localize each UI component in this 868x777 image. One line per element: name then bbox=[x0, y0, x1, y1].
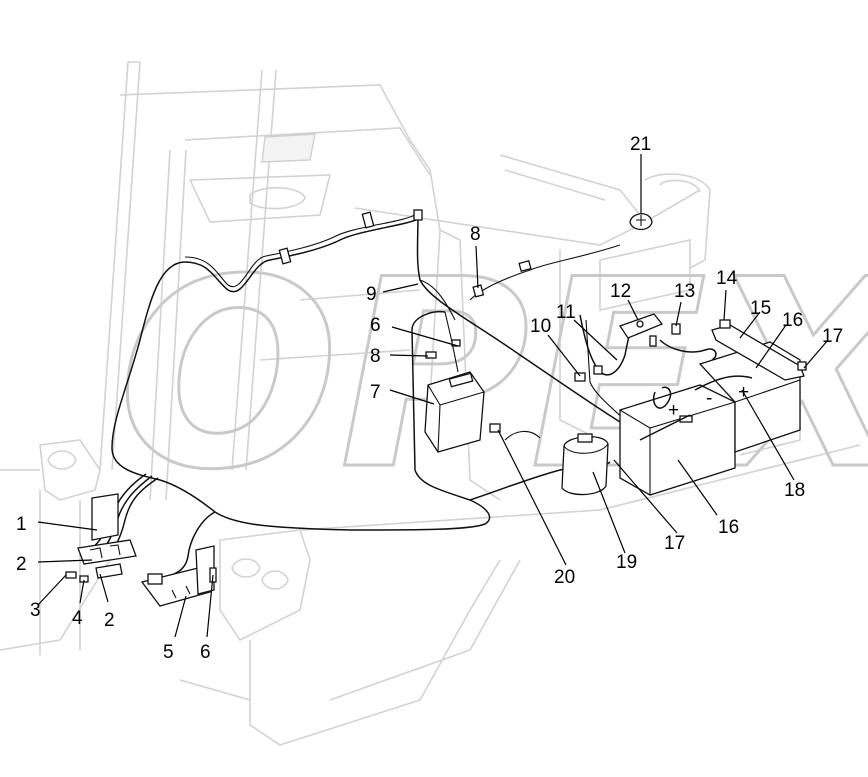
harness-clips bbox=[278, 209, 646, 433]
callout-17: 17 bbox=[822, 326, 843, 347]
callout-labels: 1 2 2 3 4 5 6 6 7 8 8 9 10 11 12 13 14 1… bbox=[16, 134, 843, 663]
clip bbox=[425, 351, 437, 359]
callout-20: 20 bbox=[554, 567, 575, 588]
callout-10: 10 bbox=[530, 316, 551, 337]
callout-8: 8 bbox=[370, 346, 381, 367]
clip bbox=[278, 247, 292, 265]
callout-16: 16 bbox=[718, 517, 739, 538]
callout-7: 7 bbox=[370, 382, 381, 403]
filler-cap bbox=[629, 213, 653, 231]
battery-left: + - bbox=[619, 384, 736, 496]
clip bbox=[361, 211, 375, 229]
fastener bbox=[65, 571, 77, 579]
callout-8: 8 bbox=[470, 224, 481, 245]
clip bbox=[413, 209, 423, 221]
fastener bbox=[797, 361, 807, 371]
callout-6: 6 bbox=[370, 315, 381, 336]
callout-17: 17 bbox=[664, 533, 685, 554]
clip bbox=[518, 260, 532, 272]
callout-9: 9 bbox=[366, 284, 377, 305]
machine-frame-background bbox=[0, 61, 861, 746]
callout-5: 5 bbox=[163, 642, 174, 663]
control-box bbox=[424, 371, 485, 453]
callout-18: 18 bbox=[784, 480, 805, 501]
callout-19: 19 bbox=[616, 552, 637, 573]
callout-16: 16 bbox=[782, 310, 803, 331]
callout-4: 4 bbox=[72, 608, 83, 629]
left-bracket-assembly bbox=[65, 493, 137, 583]
relay-mount bbox=[618, 313, 681, 347]
clip bbox=[489, 423, 501, 433]
clip bbox=[593, 365, 603, 375]
callout-21: 21 bbox=[630, 134, 651, 155]
clip bbox=[574, 372, 586, 382]
terminal-symbol: - bbox=[706, 388, 712, 409]
reservoir bbox=[561, 433, 609, 496]
fastener bbox=[719, 319, 731, 329]
callout-11: 11 bbox=[556, 302, 576, 323]
callout-1: 1 bbox=[16, 514, 27, 535]
battery-cables bbox=[639, 339, 753, 441]
callout-leaders bbox=[37, 154, 829, 638]
clip bbox=[472, 284, 485, 298]
callout-6: 6 bbox=[200, 642, 211, 663]
lower-bracket bbox=[140, 545, 217, 607]
callout-3: 3 bbox=[30, 600, 41, 621]
callout-15: 15 bbox=[750, 298, 771, 319]
callout-12: 12 bbox=[610, 281, 631, 302]
callout-13: 13 bbox=[674, 281, 695, 302]
callout-2: 2 bbox=[16, 554, 27, 575]
callout-14: 14 bbox=[716, 268, 738, 289]
callout-2: 2 bbox=[104, 610, 115, 631]
terminal-symbol: + bbox=[668, 400, 679, 421]
battery-holddown bbox=[711, 319, 807, 381]
